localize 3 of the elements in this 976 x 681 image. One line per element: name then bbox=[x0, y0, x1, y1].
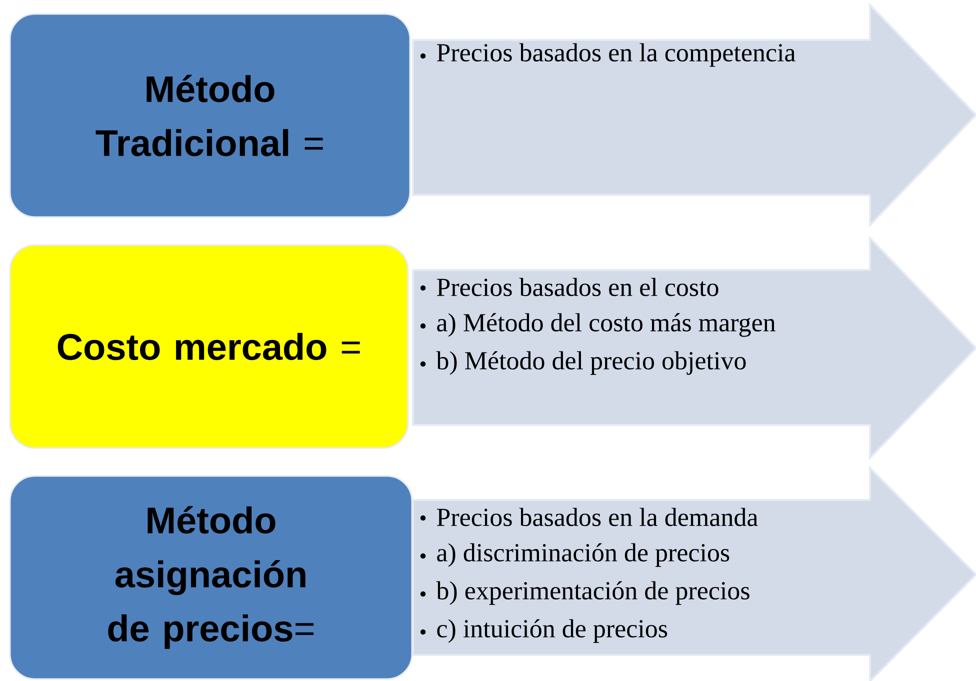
title-box: Método asignación de precios= bbox=[9, 475, 413, 680]
title-box: Método Tradicional = bbox=[9, 13, 411, 218]
title-box: Costo mercado = bbox=[9, 244, 409, 449]
